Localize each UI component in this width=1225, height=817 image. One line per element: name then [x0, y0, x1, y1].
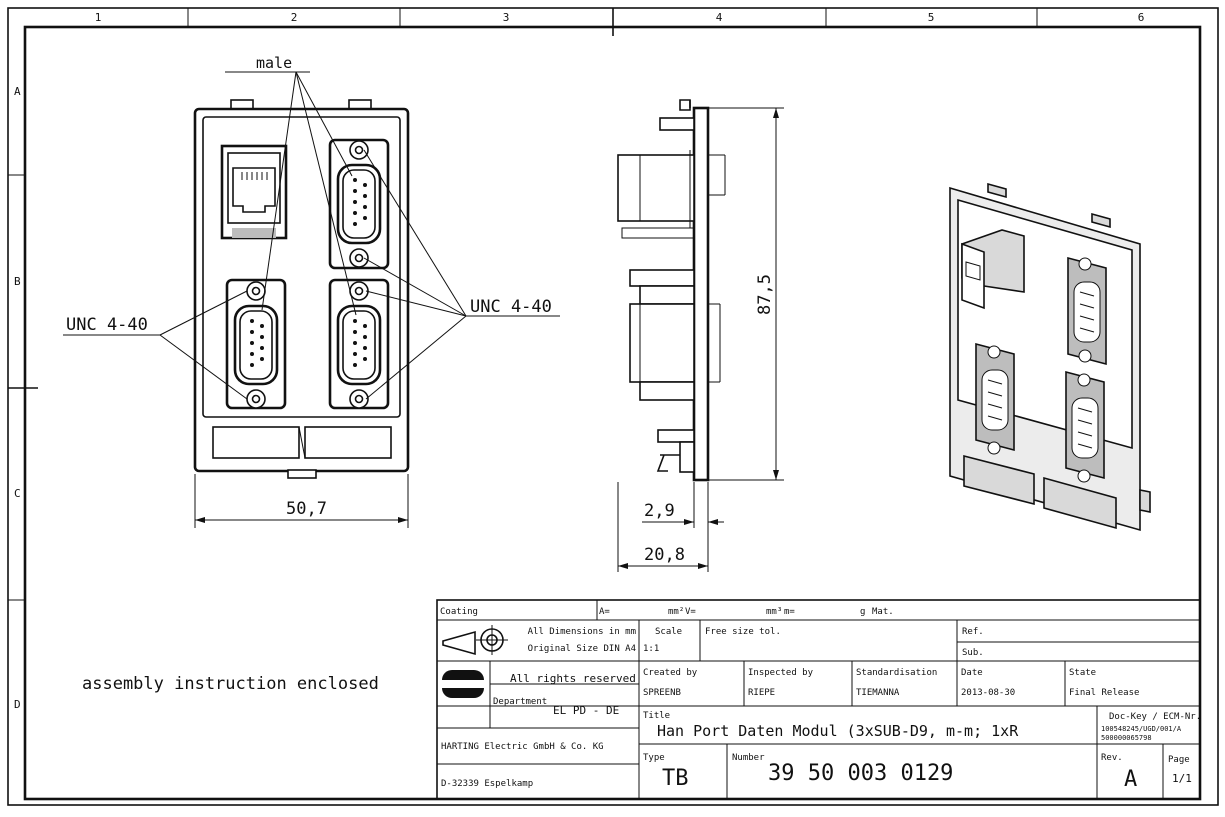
tb-dockey-label: Doc-Key / ECM-Nr. — [1109, 712, 1201, 722]
dimension-height-label: 87,5 — [755, 274, 775, 315]
tb-scale-value: 1:1 — [643, 644, 659, 654]
tb-dims-line2: Original Size DIN A4 — [528, 644, 636, 654]
column-label: 5 — [928, 11, 935, 24]
tb-page-label: Page — [1168, 755, 1190, 765]
dimension-depth — [617, 482, 724, 572]
tb-state-value: Final Release — [1069, 688, 1139, 698]
column-label: 6 — [1138, 11, 1145, 24]
tb-inspected-label: Inspected by — [748, 668, 814, 678]
row-labels: A B C D — [14, 85, 21, 711]
row-label: A — [14, 85, 21, 98]
dimension-thickness-label: 2,9 — [644, 501, 675, 521]
tb-dims-line1: All Dimensions in mm — [528, 627, 636, 637]
row-label: D — [14, 698, 21, 711]
leader-lines-unc-right — [363, 149, 560, 400]
tb-sub-label: Sub. — [962, 648, 984, 658]
leader-lines-male — [225, 71, 357, 316]
harting-logo — [442, 670, 484, 698]
tb-mat-label: Mat. — [872, 607, 894, 617]
tb-dockey-line1: 100548245/UGD/001/A — [1101, 725, 1182, 733]
tb-title-label: Title — [643, 711, 670, 721]
tb-date-label: Date — [961, 668, 983, 678]
tb-rev-value: A — [1124, 767, 1137, 792]
title-block — [436, 599, 1201, 800]
label-male: male — [256, 54, 292, 72]
tb-inspected-value: RIEPE — [748, 688, 775, 698]
subd-connector-top-right — [328, 138, 390, 270]
tb-v-label: V= — [685, 607, 696, 617]
tb-date-value: 2013-08-30 — [961, 688, 1015, 698]
dimension-width-front — [194, 474, 409, 528]
column-label: 2 — [291, 11, 298, 24]
column-label: 1 — [95, 11, 102, 24]
tb-mm2-label: mm² — [668, 607, 684, 617]
side-view — [617, 99, 726, 482]
tb-number-value: 39 50 003 0129 — [768, 761, 953, 786]
tb-rev-label: Rev. — [1101, 753, 1123, 763]
tb-ref-label: Ref. — [962, 627, 984, 637]
dimension-width-label: 50,7 — [286, 499, 327, 519]
tb-coating-label: Coating — [440, 607, 478, 617]
row-label: C — [14, 487, 21, 500]
label-unc-right: UNC 4-40 — [470, 297, 552, 317]
dimension-height-side — [708, 107, 784, 481]
tb-scale-label: Scale — [655, 627, 682, 637]
dimension-depth-label: 20,8 — [644, 545, 685, 565]
leader-lines-unc-left — [63, 290, 248, 400]
tb-standard-value: TIEMANNA — [856, 688, 900, 698]
column-labels: 1 2 3 4 5 6 — [95, 11, 1145, 24]
isometric-view — [949, 182, 1151, 532]
tb-department-value: EL PD - DE — [553, 704, 619, 717]
tb-state-label: State — [1069, 668, 1096, 678]
tb-m-label: m= — [784, 607, 795, 617]
column-label: 3 — [503, 11, 510, 24]
tb-number-label: Number — [732, 753, 765, 763]
tb-standard-label: Standardisation — [856, 668, 937, 678]
tb-mm3-label: mm³ — [766, 607, 782, 617]
tb-page-value: 1/1 — [1172, 772, 1192, 785]
tb-dockey-line2: 500000065798 — [1101, 734, 1152, 742]
tb-g-label: g — [860, 607, 865, 617]
tb-created-label: Created by — [643, 668, 698, 678]
tb-department-label: Department — [493, 697, 547, 707]
tb-type-label: Type — [643, 753, 665, 763]
label-unc-left: UNC 4-40 — [66, 315, 148, 335]
subd-connector-bottom-left — [225, 278, 287, 410]
rj45-socket-front — [220, 144, 288, 240]
tb-title-value: Han Port Daten Modul (3xSUB-D9, m-m; 1xR — [657, 722, 1019, 740]
subd-connector-bottom-right — [328, 278, 390, 410]
tb-rights: All rights reserved — [510, 672, 636, 685]
tb-company-line2: D-32339 Espelkamp — [441, 779, 533, 789]
assembly-note: assembly instruction enclosed — [82, 674, 379, 694]
tb-a-label: A= — [599, 607, 610, 617]
tb-created-value: SPREENB — [643, 688, 681, 698]
row-label: B — [14, 275, 21, 288]
column-label: 4 — [716, 11, 723, 24]
front-view — [193, 99, 410, 479]
tb-type-value: TB — [662, 766, 689, 791]
tb-tolerance: Free size tol. — [705, 627, 781, 637]
tb-company-line1: HARTING Electric GmbH & Co. KG — [441, 742, 604, 752]
